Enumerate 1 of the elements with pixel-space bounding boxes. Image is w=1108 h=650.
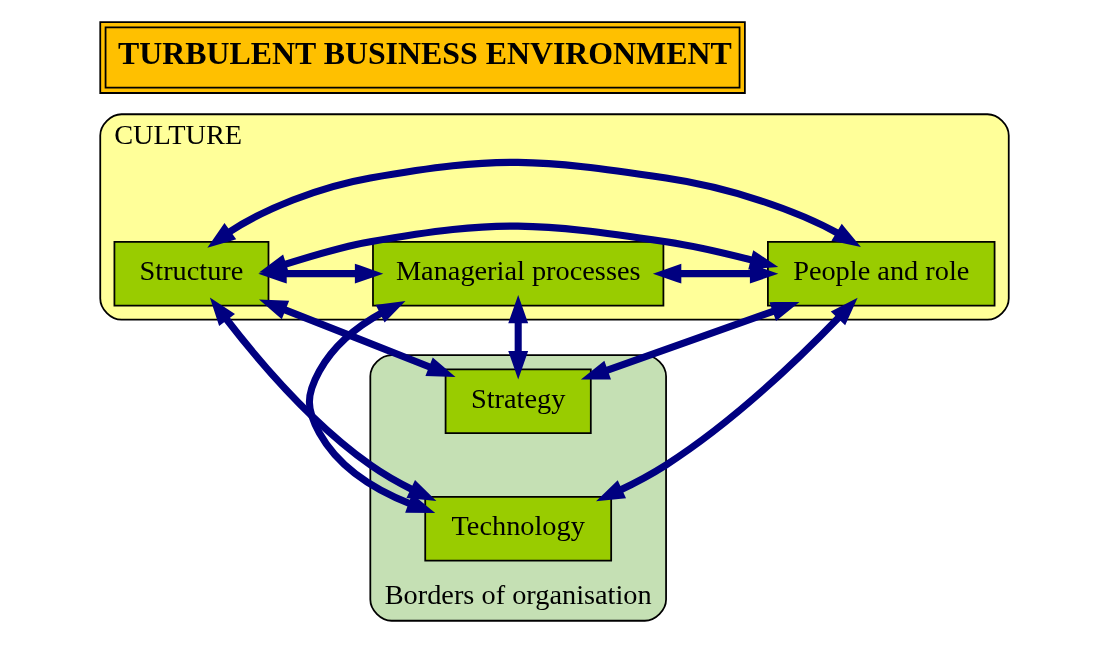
diagram-title: TURBULENT BUSINESS ENVIRONMENT bbox=[117, 35, 732, 71]
